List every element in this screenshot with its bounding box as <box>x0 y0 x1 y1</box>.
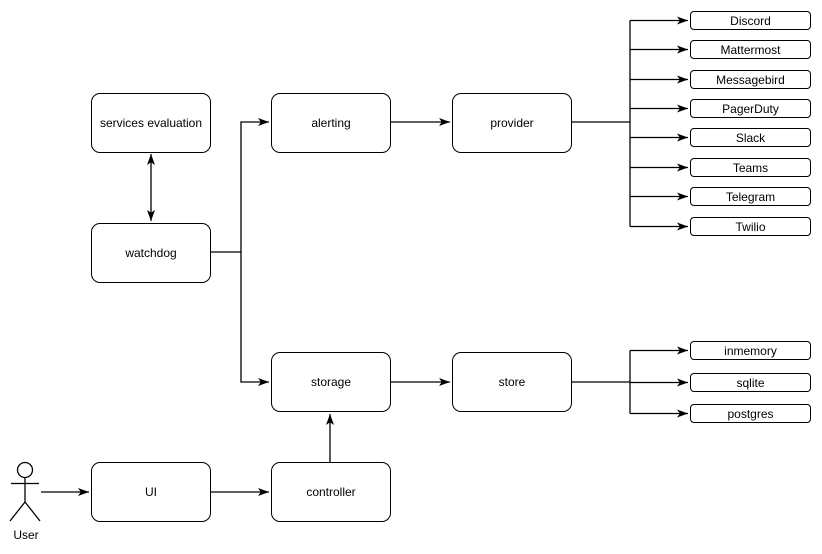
actor-legs <box>9 500 41 522</box>
edge-provider-fanout-trunk <box>572 20 631 227</box>
node-store-item-inmemory: inmemory <box>690 341 811 360</box>
node-provider-item-discord: Discord <box>690 11 811 30</box>
node-storage-label: storage <box>310 374 352 389</box>
node-storage: storage <box>271 352 391 412</box>
node-store-item-postgres: postgres <box>690 404 811 423</box>
provider-item-label: PagerDuty <box>722 101 779 116</box>
node-watchdog-label: watchdog <box>125 245 177 260</box>
store-item-label: postgres <box>727 406 774 421</box>
provider-item-label: Mattermost <box>720 42 781 57</box>
node-store-label: store <box>498 374 526 389</box>
node-provider-item-pagerduty: PagerDuty <box>690 99 811 118</box>
provider-item-label: Teams <box>732 160 769 175</box>
provider-item-label: Twilio <box>735 219 766 234</box>
store-item-label: sqlite <box>736 375 765 390</box>
provider-item-label: Slack <box>735 130 766 145</box>
node-ui-label: UI <box>145 484 157 499</box>
user-actor-label: User <box>13 528 39 542</box>
edge-watchdog-to-alerting <box>211 118 269 253</box>
edge-watchdog-to-storage <box>240 252 269 386</box>
node-store-item-sqlite: sqlite <box>690 373 811 392</box>
actor-head <box>16 461 34 479</box>
provider-item-label: Messagebird <box>716 72 785 87</box>
provider-item-label: Telegram <box>725 189 776 204</box>
node-services-evaluation: services evaluation <box>91 93 211 153</box>
node-ui: UI <box>91 462 211 522</box>
node-provider-item-messagebird: Messagebird <box>690 70 811 89</box>
node-controller-label: controller <box>306 484 356 499</box>
node-provider-item-teams: Teams <box>690 158 811 177</box>
node-provider-item-slack: Slack <box>690 128 811 147</box>
node-alerting-label: alerting <box>311 115 351 130</box>
node-alerting: alerting <box>271 93 391 153</box>
node-provider-label: provider <box>490 115 534 130</box>
node-provider: provider <box>452 93 572 153</box>
node-provider-item-twilio: Twilio <box>690 217 811 236</box>
node-controller: controller <box>271 462 391 522</box>
node-services-evaluation-label: services evaluation <box>99 115 203 130</box>
node-provider-item-mattermost: Mattermost <box>690 40 811 59</box>
store-item-label: inmemory <box>724 343 777 358</box>
node-watchdog: watchdog <box>91 223 211 283</box>
provider-item-label: Discord <box>730 13 771 28</box>
edge-store-fanout-trunk <box>572 350 631 414</box>
node-store: store <box>452 352 572 412</box>
user-actor-figure <box>9 461 41 522</box>
node-provider-item-telegram: Telegram <box>690 187 811 206</box>
